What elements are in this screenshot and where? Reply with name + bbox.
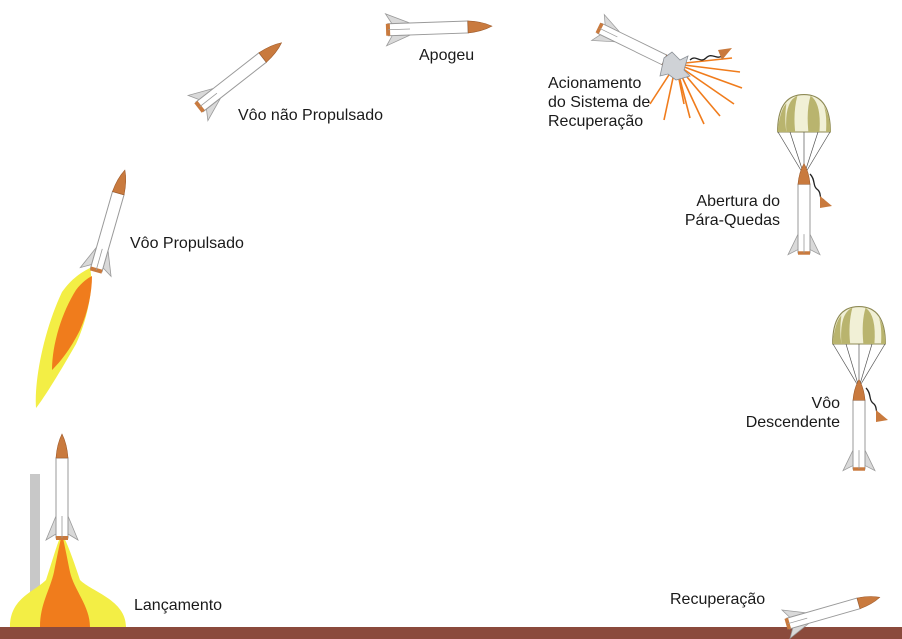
label-recovery: Recuperação xyxy=(670,591,766,608)
launch-flame-inner xyxy=(40,534,90,627)
launch-rail xyxy=(30,474,40,627)
tethered-nose-cone xyxy=(820,196,832,208)
detached-nose-cone xyxy=(718,48,732,60)
label-descent: Vôo Descendente xyxy=(745,395,840,431)
label-apogee: Apogeu xyxy=(419,47,475,64)
label-recovery-activation: Acionamento do Sistema de Recuperação xyxy=(548,75,651,130)
tethered-nose-cone xyxy=(876,410,888,422)
ground xyxy=(0,627,902,639)
recovery-activation-rocket xyxy=(591,14,743,125)
descent-rocket xyxy=(832,306,888,472)
label-powered-flight: Vôo Propulsado xyxy=(130,235,244,252)
launch-rocket xyxy=(10,433,126,627)
parachute-opening-rocket xyxy=(777,94,832,256)
label-launch: Lançamento xyxy=(134,597,223,614)
apogee-rocket xyxy=(384,9,494,47)
thrust-flame-inner xyxy=(52,276,92,370)
label-parachute-opening: Abertura do Pára-Quedas xyxy=(684,193,780,229)
label-coast-flight: Vôo não Propulsado xyxy=(238,107,383,124)
powered-flight-rocket xyxy=(35,165,141,408)
separation-debris xyxy=(659,51,691,81)
shock-cord xyxy=(689,55,723,61)
